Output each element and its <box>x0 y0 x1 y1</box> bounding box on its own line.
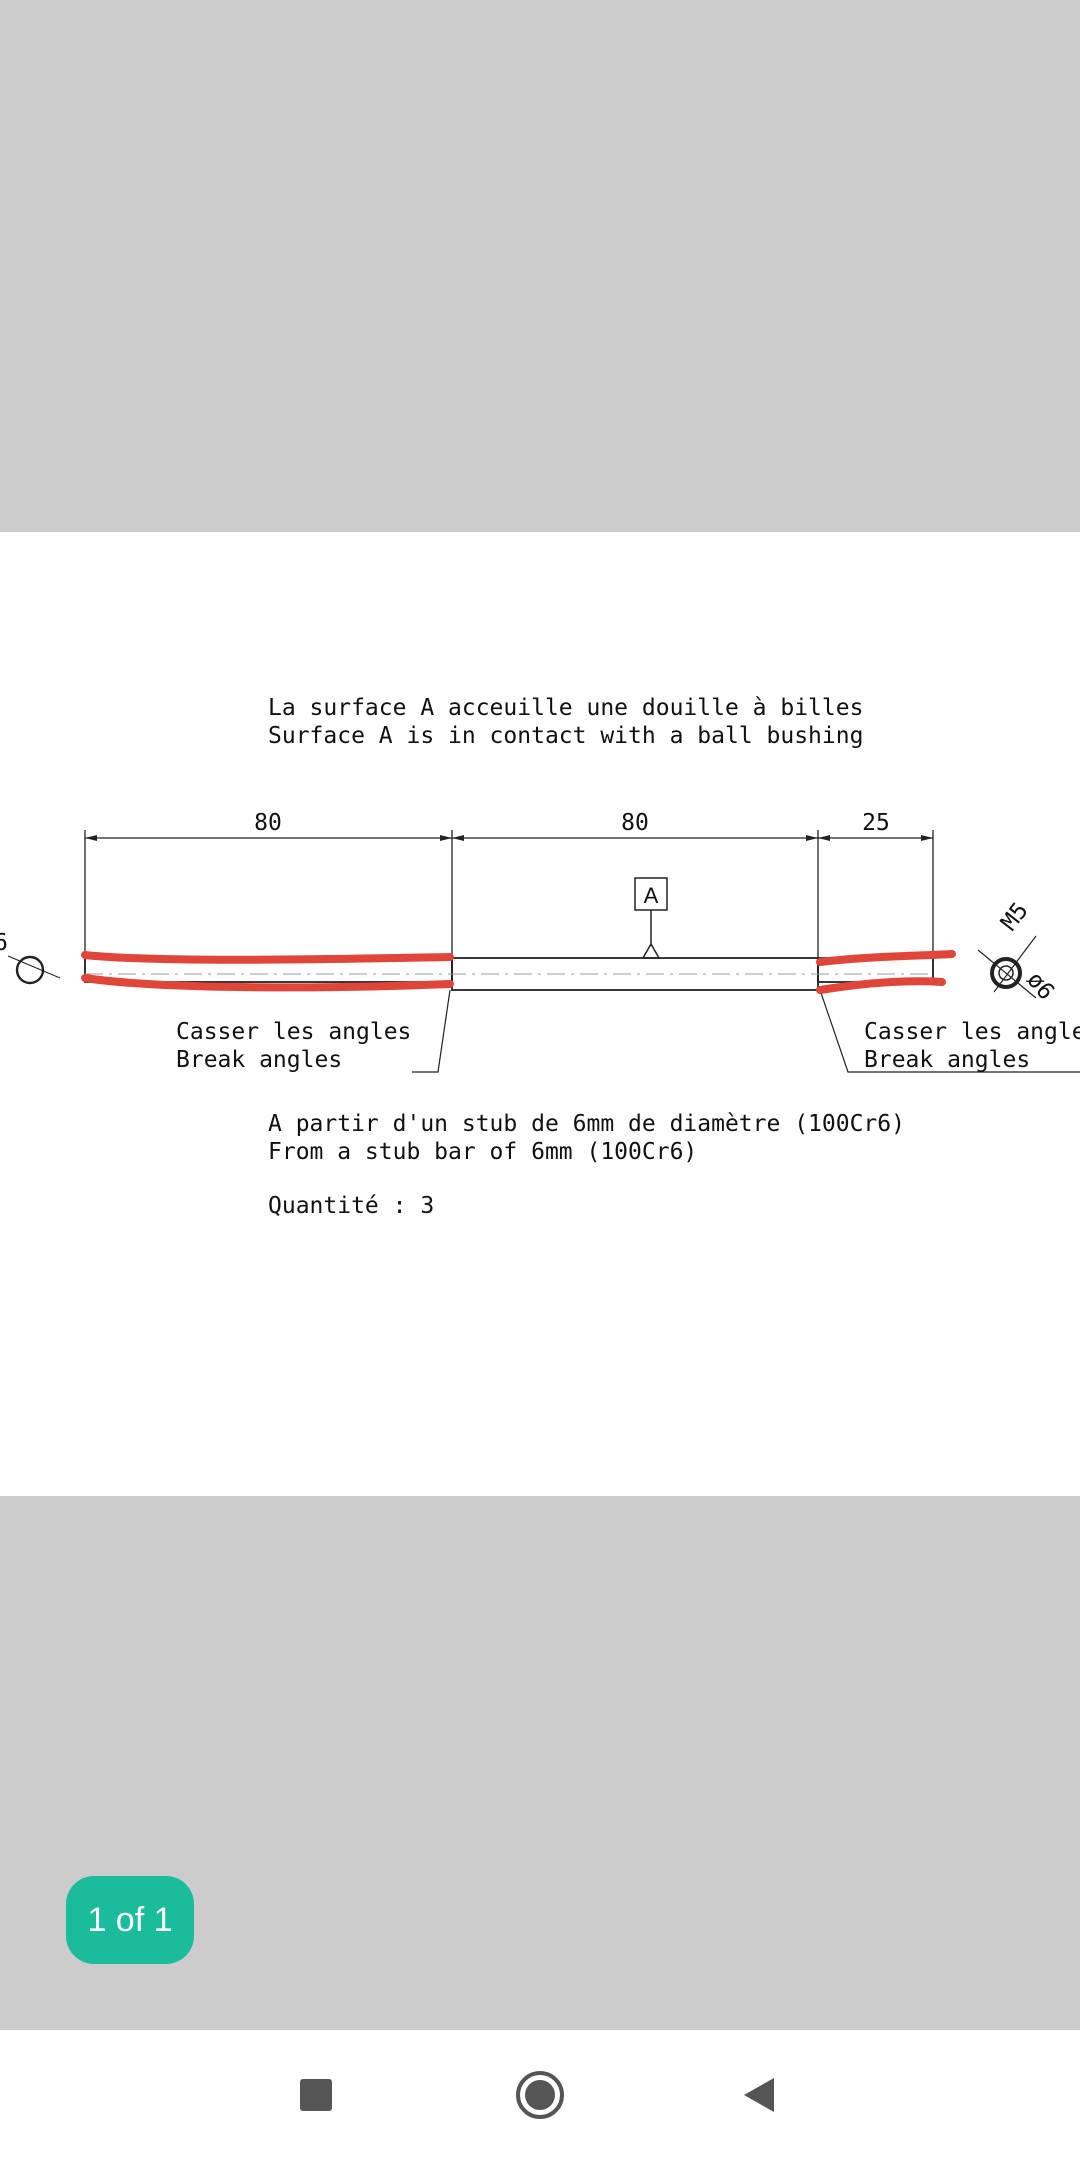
surface-note-fr: La surface A acceuille une douille à bil… <box>268 695 864 721</box>
break-angles-left-en: Break angles <box>176 1047 342 1073</box>
left-edge-dimension: 6 <box>0 930 8 956</box>
break-angles-right-en: Break angles <box>864 1047 1030 1073</box>
dimension-middle: 80 <box>621 810 649 836</box>
break-angle-leaders <box>412 989 1080 1073</box>
dimension-left: 80 <box>254 810 282 836</box>
datum-a-symbol: A <box>634 877 668 959</box>
datum-label: A <box>644 883 659 908</box>
material-note-fr: A partir d'un stub de 6mm de diamètre (1… <box>268 1111 905 1137</box>
thread-label: M5 <box>996 898 1034 936</box>
material-note-en: From a stub bar of 6mm (100Cr6) <box>268 1139 698 1165</box>
back-button[interactable] <box>725 2060 795 2130</box>
break-angles-left-fr: Casser les angles <box>176 1019 411 1045</box>
right-end-view: M5 ø6 <box>977 898 1059 1005</box>
surface-note-en: Surface A is in contact with a ball bush… <box>268 723 864 749</box>
document-page[interactable]: La surface A acceuille une douille à bil… <box>0 532 1080 1496</box>
pdf-viewer[interactable]: La surface A acceuille une douille à bil… <box>0 0 1080 2030</box>
square-stop-icon <box>300 2079 332 2111</box>
diameter-label: ø6 <box>1021 967 1059 1005</box>
technical-drawing: 80 80 25 A 6 <box>0 810 1080 1073</box>
dimension-arrows <box>85 835 933 841</box>
home-button[interactable] <box>505 2060 575 2130</box>
system-navigation-bar <box>0 2030 1080 2160</box>
left-end-view: 6 <box>0 930 61 985</box>
recents-button[interactable] <box>281 2060 351 2130</box>
break-angles-right-fr: Casser les angles <box>864 1019 1080 1045</box>
circle-home-icon <box>516 2071 564 2119</box>
red-markup-strokes <box>81 950 956 994</box>
triangle-back-icon <box>744 2078 774 2112</box>
dimension-right: 25 <box>862 810 890 836</box>
page-counter-badge[interactable]: 1 of 1 <box>66 1876 194 1964</box>
quantity-note: Quantité : 3 <box>268 1193 435 1219</box>
